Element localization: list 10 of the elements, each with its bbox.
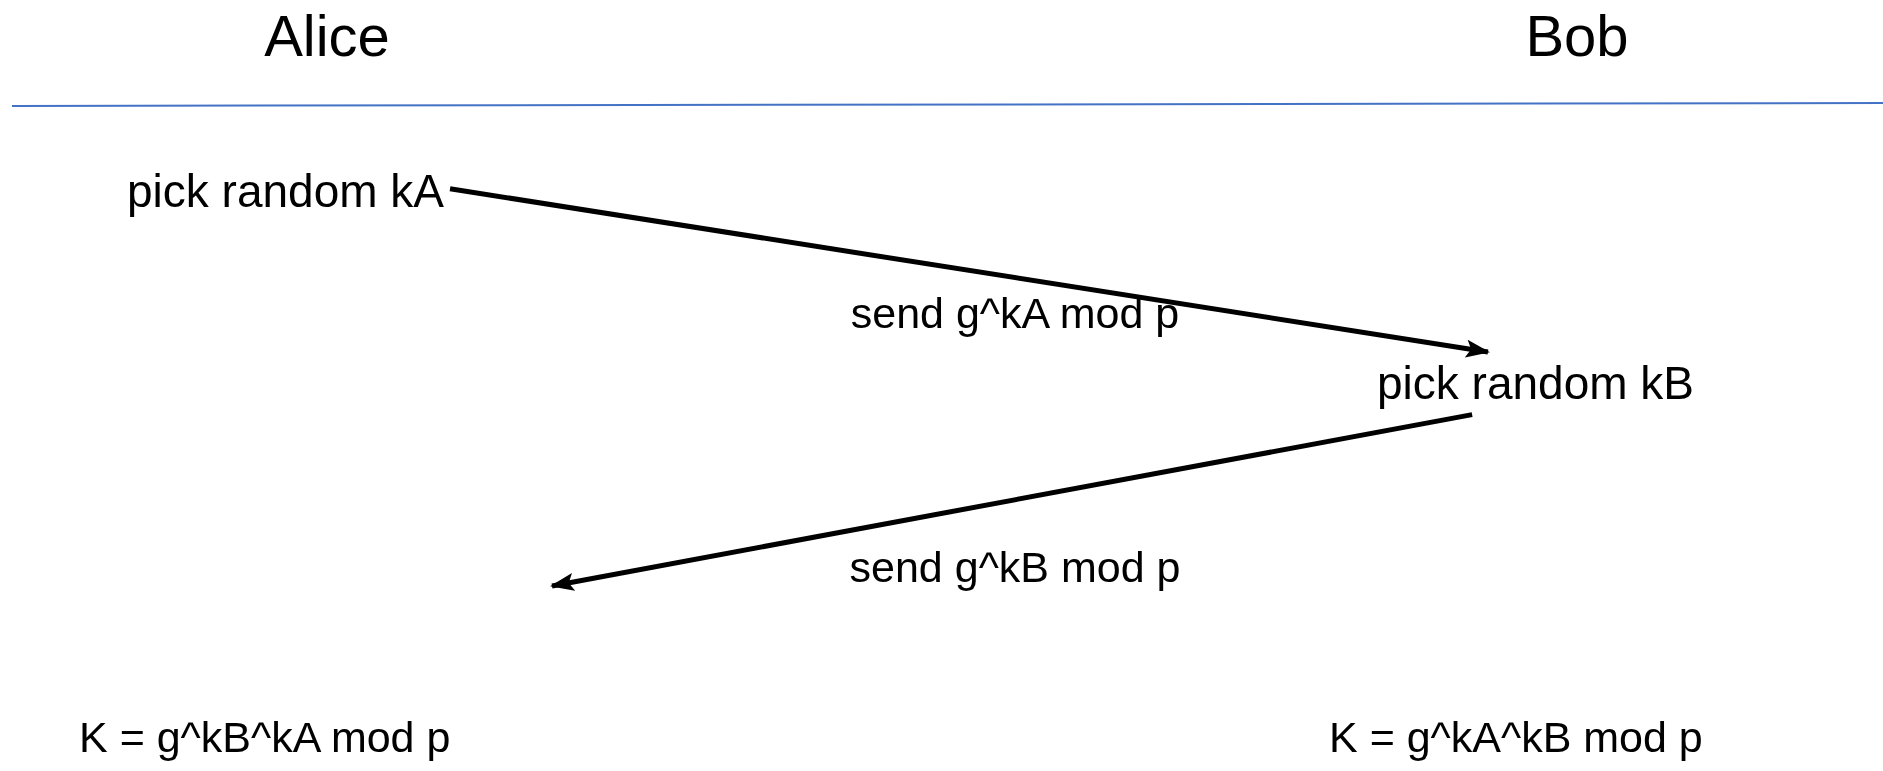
message-arrow (449, 186, 1490, 358)
lifeline-title: Alice (264, 4, 390, 68)
message-arrow (550, 412, 1473, 591)
edge-label: send g^kB mod p (849, 544, 1181, 592)
step-text: pick random kB (1377, 358, 1694, 409)
lifeline-title: Bob (1525, 4, 1629, 68)
step-text: pick random kA (127, 166, 444, 217)
edge-label: send g^kA mod p (850, 290, 1180, 338)
key-formula: K = g^kB^kA mod p (79, 714, 451, 762)
key-formula: K = g^kA^kB mod p (1329, 714, 1703, 762)
